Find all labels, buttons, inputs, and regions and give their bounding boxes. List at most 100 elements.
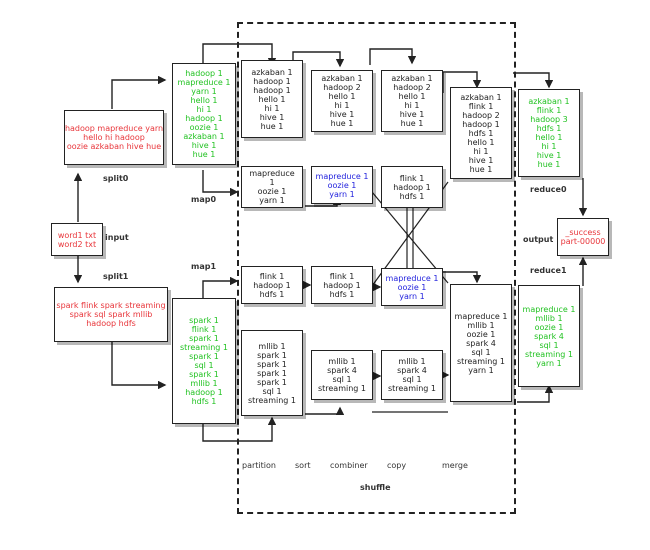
phase-label-partition: partition bbox=[242, 461, 276, 470]
box-line: oozie 1 bbox=[327, 180, 357, 190]
box-line: hue 1 bbox=[469, 164, 493, 174]
output-label: output bbox=[523, 235, 554, 244]
box-line: oozie 1 bbox=[466, 329, 496, 339]
box-line: hive 1 bbox=[468, 155, 494, 165]
box-line: hello 1 bbox=[398, 92, 426, 101]
box-line: part-00000 bbox=[560, 237, 606, 246]
box-line: hello 1 bbox=[535, 133, 563, 142]
box-line: azkaban 1 bbox=[321, 74, 363, 83]
box-line: sql 1 bbox=[194, 361, 214, 370]
box-line: hello 1 bbox=[328, 92, 356, 101]
reduce1-label: reduce1 bbox=[530, 266, 567, 275]
phase-label-copy: copy bbox=[387, 461, 407, 470]
box-line: mapreduce 1 bbox=[522, 304, 576, 314]
box-line: sql 1 bbox=[332, 375, 352, 384]
split0-label: split0 bbox=[103, 174, 129, 183]
box-line: flink 1 bbox=[536, 106, 562, 115]
box-line: hadoop 2 bbox=[323, 83, 361, 92]
box-line: yarn 1 bbox=[468, 365, 494, 375]
box-line: streaming 1 bbox=[524, 349, 574, 359]
box-line: hello 1 bbox=[258, 94, 286, 104]
box-line: _success bbox=[565, 228, 601, 237]
box-line: hi 1 bbox=[334, 101, 350, 110]
shuffle-region bbox=[237, 22, 516, 514]
box-line: mapreduce 1 bbox=[385, 273, 439, 283]
box-line: hive 1 bbox=[191, 141, 217, 150]
box-line: oozie 1 bbox=[189, 123, 219, 132]
box-line: oozie azkaban hive hue bbox=[66, 142, 162, 151]
box-line: hi 1 bbox=[473, 146, 489, 156]
box-line: hue 1 bbox=[192, 150, 216, 159]
box-line: sql 1 bbox=[539, 340, 559, 350]
split1-label: split1 bbox=[103, 272, 129, 281]
input-label: input bbox=[105, 233, 129, 242]
box-line: mllib 1 bbox=[328, 357, 356, 366]
box-line: mapreduce 1 bbox=[315, 171, 369, 181]
box-line: hdfs 1 bbox=[399, 191, 425, 201]
box-line: word2 txt bbox=[57, 239, 97, 249]
box-line: hive 1 bbox=[259, 112, 285, 122]
box-line: spark 4 bbox=[466, 338, 496, 348]
map1-label: map1 bbox=[191, 262, 217, 271]
box-line: spark 1 bbox=[189, 370, 219, 379]
box-line: mllib 1 bbox=[398, 357, 426, 366]
box-line: hadoop 1 bbox=[253, 85, 291, 95]
shuffle-label: shuffle bbox=[360, 483, 391, 492]
box-line: spark 4 bbox=[397, 366, 427, 375]
phase-label-combiner: combiner bbox=[330, 461, 368, 470]
box-line: hi 1 bbox=[404, 101, 420, 110]
box-line: hadoop 1 bbox=[185, 69, 223, 78]
box-line: hive 1 bbox=[536, 151, 562, 160]
box-line: mapreduce 1 bbox=[454, 311, 508, 321]
box-line: hadoop 2 bbox=[393, 83, 431, 92]
box-line: hello hi hadoop bbox=[83, 133, 145, 142]
box-line: flink 1 bbox=[191, 325, 217, 334]
phase-label-merge: merge bbox=[442, 461, 468, 470]
box-line: hue 1 bbox=[330, 119, 354, 128]
box-line: spark flink spark streaming bbox=[56, 301, 166, 310]
box-line: yarn 1 bbox=[399, 291, 425, 301]
box-line: yarn 1 bbox=[191, 87, 217, 96]
box-line: hadoop 1 bbox=[323, 280, 361, 290]
box-line: spark 1 bbox=[189, 352, 219, 361]
box-line: spark 1 bbox=[257, 350, 287, 360]
box-line: sql 1 bbox=[402, 375, 422, 384]
box-line: streaming 1 bbox=[179, 343, 229, 352]
map0-label: map0 bbox=[191, 195, 217, 204]
box-line: hdfs 1 bbox=[191, 397, 217, 406]
box-line: hadoop 1 bbox=[393, 182, 431, 192]
box-line: hdfs 1 bbox=[468, 128, 494, 138]
box-line: spark 1 bbox=[257, 359, 287, 369]
box-line: mapreduce 1 bbox=[177, 78, 231, 87]
box-line: mapreduce bbox=[249, 169, 295, 178]
box-line: oozie 1 bbox=[397, 282, 427, 292]
box-line: word1 txt bbox=[57, 230, 97, 240]
box-line: oozie 1 bbox=[257, 187, 287, 196]
box-line: azkaban 1 bbox=[528, 97, 570, 106]
box-line: hadoop mapreduce yarn bbox=[64, 124, 164, 133]
box-line: azkaban 1 bbox=[251, 67, 293, 77]
box-line: mllib 1 bbox=[535, 313, 563, 323]
box-line: spark 1 bbox=[257, 377, 287, 387]
box-line: mllib 1 bbox=[258, 341, 286, 351]
box-line: hello 1 bbox=[190, 96, 218, 105]
box-line: azkaban 1 bbox=[183, 132, 225, 141]
box-line: hadoop 1 bbox=[462, 119, 500, 129]
box-line: hadoop 1 bbox=[253, 76, 291, 86]
box-line: yarn 1 bbox=[259, 196, 285, 205]
box-line: hi 1 bbox=[196, 105, 212, 114]
